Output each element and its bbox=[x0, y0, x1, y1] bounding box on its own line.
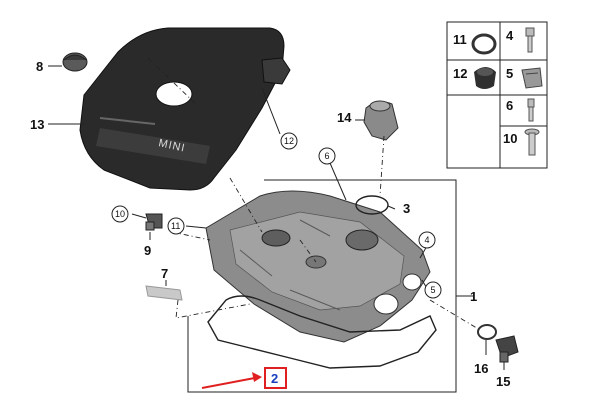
bolt-icon bbox=[525, 27, 535, 53]
inset-label-10: 10 bbox=[503, 131, 517, 146]
highlight-part-2: 2 bbox=[201, 367, 287, 389]
parts-inset: 11 4 12 5 6 10 bbox=[446, 21, 548, 169]
callout-2[interactable]: 2 bbox=[271, 371, 278, 386]
callout-5-circle bbox=[424, 281, 442, 299]
callout-9: 9 bbox=[144, 243, 151, 258]
oil-filler-cap bbox=[62, 52, 88, 72]
red-arrow-head bbox=[252, 372, 262, 382]
highlight-box bbox=[264, 367, 287, 389]
inset-label-11: 11 bbox=[453, 32, 467, 47]
callout-13: 13 bbox=[30, 117, 44, 132]
callout-12: 12 bbox=[284, 136, 294, 146]
grommet-icon bbox=[474, 67, 496, 89]
inset-label-5: 5 bbox=[506, 66, 513, 81]
inset-label-4: 4 bbox=[506, 28, 514, 43]
red-arrow-line bbox=[201, 376, 261, 389]
inset-label-12: 12 bbox=[453, 66, 467, 81]
callout-16: 16 bbox=[474, 361, 488, 376]
callout-7: 7 bbox=[161, 266, 168, 281]
leader-lines bbox=[48, 65, 505, 393]
callout-4: 4 bbox=[425, 235, 430, 245]
inset-label-6: 6 bbox=[506, 98, 513, 113]
dashed-assembly-lines bbox=[147, 57, 481, 331]
callout-4-circle bbox=[418, 231, 436, 249]
sealing-ring-3 bbox=[355, 195, 389, 215]
callout-15: 15 bbox=[496, 374, 510, 389]
cover-plate-7 bbox=[145, 285, 183, 301]
clip-icon bbox=[521, 67, 543, 89]
callout-11-circle bbox=[167, 217, 185, 235]
solenoid-valve-15 bbox=[495, 335, 519, 363]
callout-labels: 1 3 14 8 13 9 7 16 15 12 6 4 5 10 11 bbox=[30, 59, 510, 389]
callout-12-circle bbox=[280, 132, 298, 150]
engine-cover: MINI bbox=[79, 27, 291, 191]
sealing-ring-icon bbox=[471, 33, 497, 55]
cover-logo: MINI bbox=[157, 137, 186, 154]
callout-10: 10 bbox=[115, 209, 125, 219]
sealing-ring-16 bbox=[477, 324, 497, 340]
camshaft-sensor bbox=[363, 100, 399, 141]
callout-6-circle bbox=[318, 147, 336, 165]
callout-14: 14 bbox=[337, 110, 352, 125]
callout-11: 11 bbox=[171, 221, 180, 231]
callout-8: 8 bbox=[36, 59, 43, 74]
flange-bolt-icon bbox=[524, 128, 540, 156]
callout-5: 5 bbox=[431, 285, 436, 295]
callout-3: 3 bbox=[403, 201, 410, 216]
callout-6: 6 bbox=[325, 151, 330, 161]
valve-cover bbox=[205, 190, 431, 343]
stud-icon bbox=[527, 98, 535, 122]
valve-cover-gasket bbox=[207, 295, 437, 369]
callout-1: 1 bbox=[470, 289, 477, 304]
callout-10-circle bbox=[111, 205, 129, 223]
bracket-9 bbox=[145, 213, 163, 231]
